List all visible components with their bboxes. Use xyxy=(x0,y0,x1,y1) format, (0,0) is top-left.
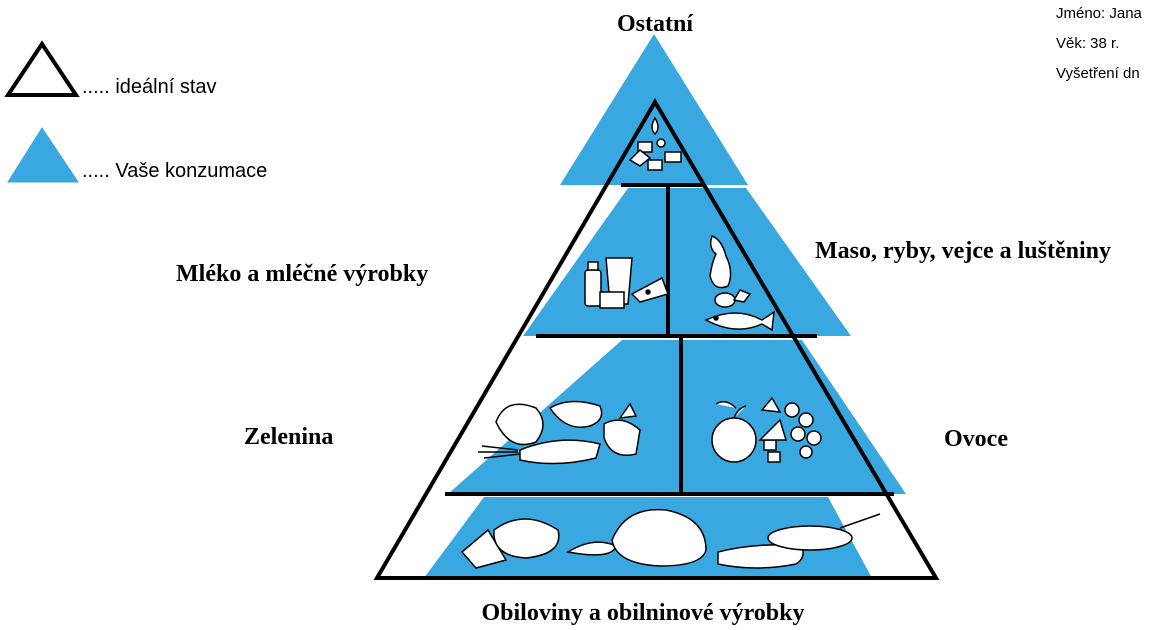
patient-info: Jméno: Jana Věk: 38 r. Vyšetření dn xyxy=(1056,5,1143,82)
patient-exam: Vyšetření dn xyxy=(1056,65,1140,82)
label-vegetables: Zelenina xyxy=(244,424,333,450)
legend-ideal-label: ..... ideální stav xyxy=(82,76,217,98)
legend: ..... ideální stav ..... Vaše konzumace xyxy=(8,44,267,182)
label-top: Ostatní xyxy=(617,11,693,37)
label-meat: Maso, ryby, vejce a luštěniny xyxy=(815,238,1111,264)
patient-name: Jméno: Jana xyxy=(1056,5,1143,22)
legend-ideal-triangle xyxy=(8,44,76,95)
label-cereals: Obiloviny a obilninové výrobky xyxy=(482,600,805,626)
label-fruit: Ovoce xyxy=(944,426,1008,452)
label-dairy: Mléko a mléčné výrobky xyxy=(176,261,428,287)
legend-consumption-label: ..... Vaše konzumace xyxy=(82,160,267,182)
legend-consumption-triangle xyxy=(8,128,78,182)
patient-age: Věk: 38 r. xyxy=(1056,35,1119,52)
